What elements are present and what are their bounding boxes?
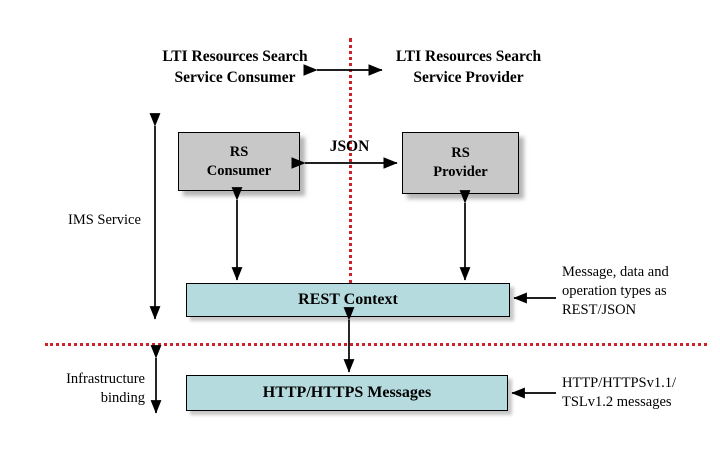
box-http-messages[interactable]: HTTP/HTTPS Messages bbox=[186, 375, 508, 411]
horizontal-red-dotted-divider bbox=[45, 343, 707, 346]
box-rs-provider[interactable]: RS Provider bbox=[402, 132, 519, 194]
box-rest-context[interactable]: REST Context bbox=[186, 283, 510, 317]
label-ims-service: IMS Service bbox=[68, 212, 141, 228]
json-label: JSON bbox=[329, 138, 370, 155]
title-consumer: LTI Resources Search Service Consumer bbox=[162, 48, 308, 86]
label-infrastructure-binding: Infrastructure binding bbox=[66, 371, 145, 406]
title-provider: LTI Resources Search Service Provider bbox=[395, 48, 542, 86]
annotation-http-note: HTTP/HTTPSv1.1/ TSLv1.2 messages bbox=[562, 375, 676, 410]
annotation-rest-note: Message, data and operation types as RES… bbox=[562, 264, 669, 318]
vertical-red-dotted-divider bbox=[349, 38, 352, 284]
box-rs-consumer[interactable]: RS Consumer bbox=[178, 132, 300, 191]
